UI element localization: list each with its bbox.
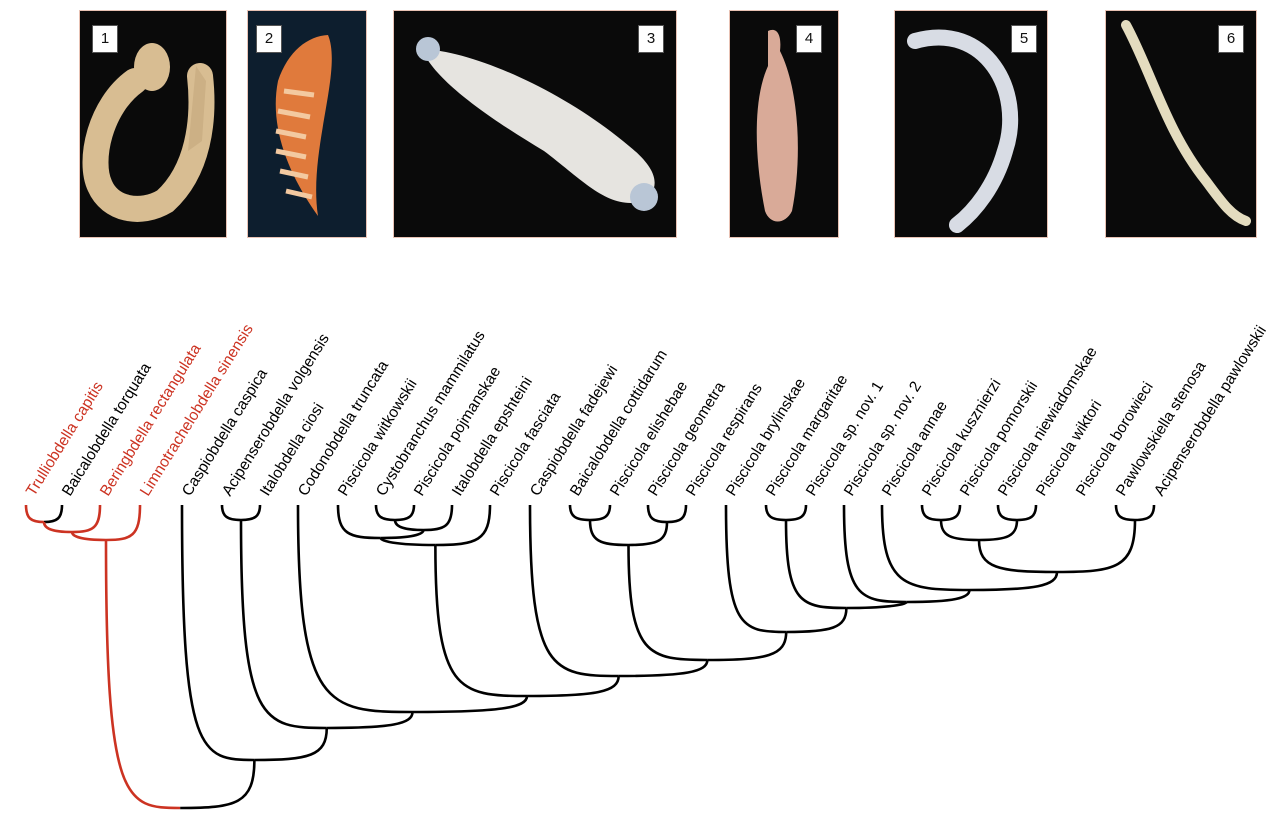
tree-branch: [979, 520, 1017, 540]
tree-branch: [844, 505, 907, 602]
tree-branch: [619, 660, 708, 676]
tree-branch: [786, 608, 846, 632]
tree-branch: [395, 505, 414, 520]
tree-branch: [979, 540, 1057, 572]
tree-branch: [570, 505, 590, 520]
tree-branches: [26, 505, 1154, 808]
tree-branch: [998, 505, 1017, 520]
tree-branch: [395, 520, 424, 530]
tree-branch: [413, 696, 528, 712]
tree-branch: [424, 505, 453, 530]
tree-branch: [327, 712, 413, 728]
tree-branch: [590, 520, 629, 545]
tree-branch: [72, 532, 106, 540]
tree-branch: [44, 522, 72, 532]
tree-branch: [435, 505, 490, 545]
tree-branch: [527, 676, 619, 696]
tree-branch: [241, 505, 260, 520]
tree-branch: [241, 520, 327, 728]
tree-branch: [941, 520, 979, 540]
tree-branch: [106, 540, 180, 808]
tree-branch: [970, 572, 1058, 590]
tree-branch: [435, 545, 527, 696]
tree-branch: [106, 505, 140, 540]
tree-branch: [1057, 520, 1135, 572]
tree-branch: [72, 505, 100, 532]
tree-branch: [530, 505, 619, 676]
tree-branch: [44, 505, 62, 522]
tree-branch: [254, 728, 326, 760]
tree-branch: [726, 505, 786, 632]
tree-branch: [786, 505, 806, 520]
tree-branch: [180, 760, 254, 808]
tree-branch: [648, 505, 667, 522]
tree-branch: [629, 522, 668, 545]
tree-branch: [590, 505, 610, 520]
tree-branch: [381, 530, 424, 538]
tree-branch: [629, 545, 708, 660]
tree-branch: [707, 632, 786, 660]
tree-branch: [1135, 505, 1154, 520]
tree-branch: [1017, 505, 1036, 520]
taxon-label: Piscicola fasciata: [487, 389, 565, 499]
tree-branch: [667, 505, 686, 522]
tree-branch: [338, 505, 381, 538]
taxon-labels: Trulliobdella capitisBaicalobdella torqu…: [23, 321, 1270, 499]
tree-branch: [222, 505, 241, 520]
tree-branch: [922, 505, 941, 520]
tree-branch: [376, 505, 395, 520]
tree-branch: [766, 505, 786, 520]
tree-branch: [907, 590, 970, 602]
tree-branch: [941, 505, 960, 520]
tree-branch: [786, 520, 846, 608]
tree-branch: [26, 505, 44, 522]
tree-branch: [1116, 505, 1135, 520]
